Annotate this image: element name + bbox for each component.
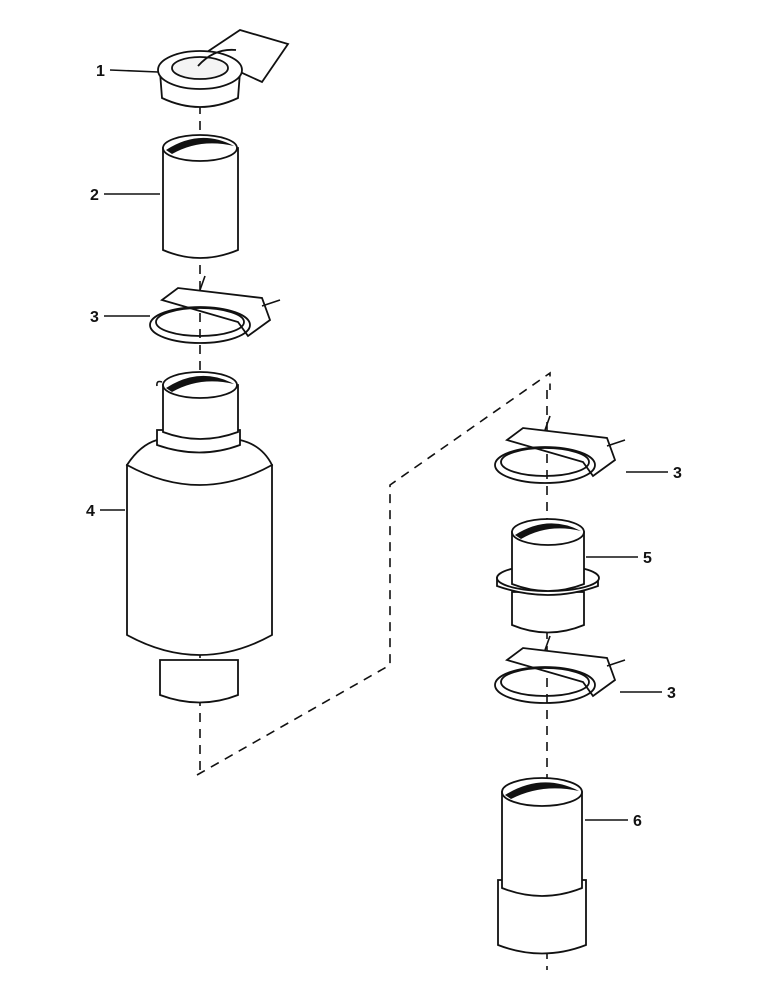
adapter-part: [496, 518, 600, 634]
callout-3-right-upper: 3: [673, 465, 682, 482]
adapter-upper: [511, 531, 585, 592]
cap-top: [171, 56, 229, 80]
upper-tube-part: [162, 134, 239, 259]
clamp-ring-inner: [500, 667, 590, 697]
clamp-ring-inner: [155, 307, 245, 337]
muffler-shoulder: [125, 439, 274, 486]
tailpipe-inner-shadow: [505, 782, 579, 799]
clamp-strap: [160, 287, 272, 338]
clamp-bolt-side: [606, 439, 626, 447]
callout-2: 2: [90, 187, 99, 204]
upper-tube-inner-shadow: [166, 137, 234, 154]
clamp-bolt-top: [544, 415, 551, 431]
clamp-bolt-side: [261, 299, 281, 307]
adapter-inner-shadow: [515, 523, 581, 539]
clamp-bolt-side: [606, 659, 626, 667]
clamp-strap: [505, 647, 617, 698]
muffler-outlet: [159, 659, 239, 704]
clamp-ring: [149, 306, 251, 344]
muffler-body: [126, 464, 273, 656]
clamp-part-right-lower: [494, 635, 626, 704]
clamp-part-right-upper: [494, 415, 626, 484]
muffler-inlet: [162, 384, 239, 440]
clamp-ring-inner: [500, 447, 590, 477]
leader-1: [109, 69, 159, 73]
callout-1: 1: [96, 63, 105, 80]
muffler-tab: [156, 380, 163, 387]
callout-5: 5: [643, 550, 652, 567]
tailpipe-lower: [497, 879, 587, 955]
clamp-bolt-top: [544, 635, 551, 651]
tailpipe-part: [497, 777, 587, 955]
callout-3-right-lower: 3: [667, 685, 676, 702]
cap-part: [157, 29, 290, 108]
callout-4: 4: [86, 503, 95, 520]
muffler-inlet-shadow: [166, 375, 234, 392]
muffler-part: [125, 371, 274, 704]
connecting-center-line: [196, 371, 551, 776]
leader-lines: [100, 69, 668, 821]
upper-tube-body: [162, 147, 239, 259]
clamp-ring: [494, 446, 596, 484]
clamp-part-upper: [149, 275, 281, 344]
clamp-ring: [494, 666, 596, 704]
clamp-bolt-top: [199, 275, 206, 291]
tailpipe-upper: [501, 791, 583, 897]
callout-6: 6: [633, 813, 642, 830]
cap-hook: [197, 48, 237, 67]
clamp-strap: [505, 427, 617, 478]
callout-labels: 1 2 3 4 3 5 3 6: [86, 63, 682, 830]
callout-3: 3: [90, 309, 99, 326]
adapter-lower: [511, 591, 585, 634]
